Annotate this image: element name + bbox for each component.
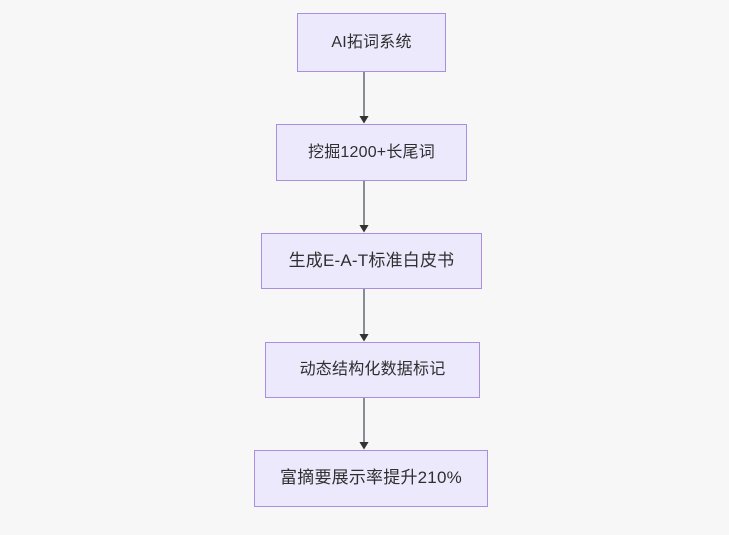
flowchart-node-5[interactable]: 富摘要展示率提升210%	[254, 450, 488, 507]
down-arrow-icon	[359, 72, 369, 124]
down-arrow-icon	[359, 289, 369, 342]
flowchart-node-1[interactable]: AI拓词系统	[297, 13, 446, 72]
flowchart-node-4[interactable]: 动态结构化数据标记	[265, 342, 480, 398]
flowchart-node-2-label: 挖掘1200+长尾词	[308, 143, 435, 161]
flowchart-node-3[interactable]: 生成E-A-T标准白皮书	[261, 233, 482, 289]
flowchart-connector-1	[357, 72, 371, 124]
flowchart-node-5-label: 富摘要展示率提升210%	[280, 468, 462, 488]
down-arrow-icon	[359, 398, 369, 450]
flowchart-node-2[interactable]: 挖掘1200+长尾词	[276, 124, 467, 181]
flowchart-node-4-label: 动态结构化数据标记	[299, 361, 446, 379]
flowchart-node-3-label: 生成E-A-T标准白皮书	[288, 250, 455, 270]
flowchart-connector-3	[357, 289, 371, 342]
flowchart-node-1-label: AI拓词系统	[331, 33, 412, 51]
flowchart-connector-4	[357, 398, 371, 450]
down-arrow-icon	[359, 181, 369, 233]
flowchart-connector-2	[357, 181, 371, 233]
